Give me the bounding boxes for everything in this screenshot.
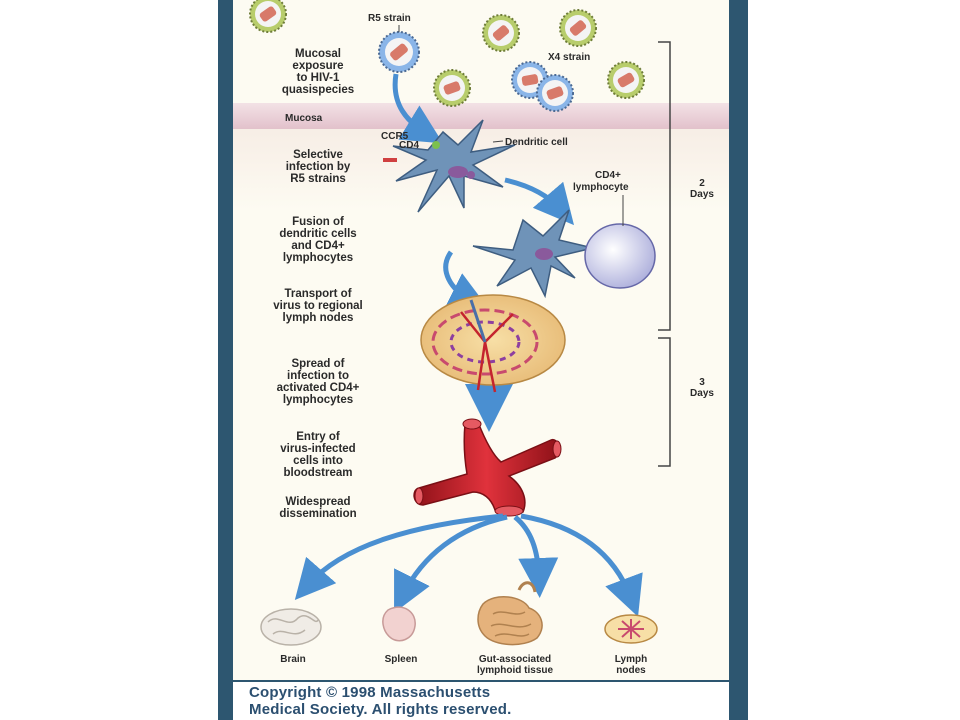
spleen-label: Spleen bbox=[385, 654, 418, 665]
r5-strain-label: R5 strain bbox=[368, 13, 411, 24]
virus-particle bbox=[433, 69, 471, 107]
x4-strain-label: X4 strain bbox=[548, 52, 590, 63]
virus-particle bbox=[559, 9, 597, 47]
timeline-bracket-2-days bbox=[658, 41, 671, 331]
cd4-label: CD4 bbox=[399, 140, 419, 151]
gut-icon bbox=[477, 581, 543, 646]
virus-particle bbox=[482, 14, 520, 52]
virus-particle bbox=[607, 61, 645, 99]
copyright-line-1: Copyright © 1998 Massachusetts bbox=[249, 684, 491, 701]
dendritic-cell-label: Dendritic cell bbox=[505, 137, 568, 148]
submucosa-layer bbox=[233, 120, 729, 210]
ccr5-receptor bbox=[383, 158, 397, 162]
virus-particle-r5 bbox=[378, 31, 420, 73]
lymph-node bbox=[420, 294, 566, 393]
copyright-footer: Copyright © 1998 Massachusetts Medical S… bbox=[233, 682, 729, 720]
timeline-bracket-3-days bbox=[658, 337, 671, 467]
blood-vessel bbox=[413, 418, 562, 517]
arrow-virus-to-dendritic bbox=[392, 73, 444, 144]
dissemination-arrows bbox=[294, 513, 643, 617]
brain-label: Brain bbox=[280, 654, 306, 665]
brain-icon bbox=[260, 608, 322, 646]
figure-panel: Mucosa bbox=[233, 0, 729, 680]
dendritic-cell bbox=[392, 119, 516, 213]
arrow-fusion-to-node bbox=[443, 250, 489, 309]
virus-particles bbox=[249, 0, 645, 112]
arrow-to-brain bbox=[294, 513, 504, 601]
mucosa-label: Mucosa bbox=[285, 113, 323, 124]
virus-particle-x4 bbox=[536, 74, 574, 112]
copyright-line-2: Medical Society. All rights reserved. bbox=[249, 701, 512, 718]
lymph-nodes-icon bbox=[604, 614, 658, 644]
cd4-lymphocyte-label-2: lymphocyte bbox=[573, 182, 629, 193]
spleen-icon bbox=[382, 606, 416, 642]
arrow-to-spleen bbox=[394, 514, 508, 613]
arrow-to-gut bbox=[513, 515, 559, 598]
cd4-lymphocyte-label-1: CD4+ bbox=[595, 170, 621, 181]
arrow-to-lymph-nodes bbox=[520, 513, 643, 617]
ccr5-label: CCR5 bbox=[381, 131, 409, 142]
fused-dendritic-cell bbox=[472, 209, 594, 299]
cd4-lymphocyte bbox=[584, 223, 656, 289]
arrow-dendritic-to-fusion bbox=[504, 177, 575, 226]
cd4-receptor bbox=[432, 141, 440, 149]
dendritic-pointer bbox=[492, 140, 504, 143]
virus-particle bbox=[249, 0, 287, 33]
